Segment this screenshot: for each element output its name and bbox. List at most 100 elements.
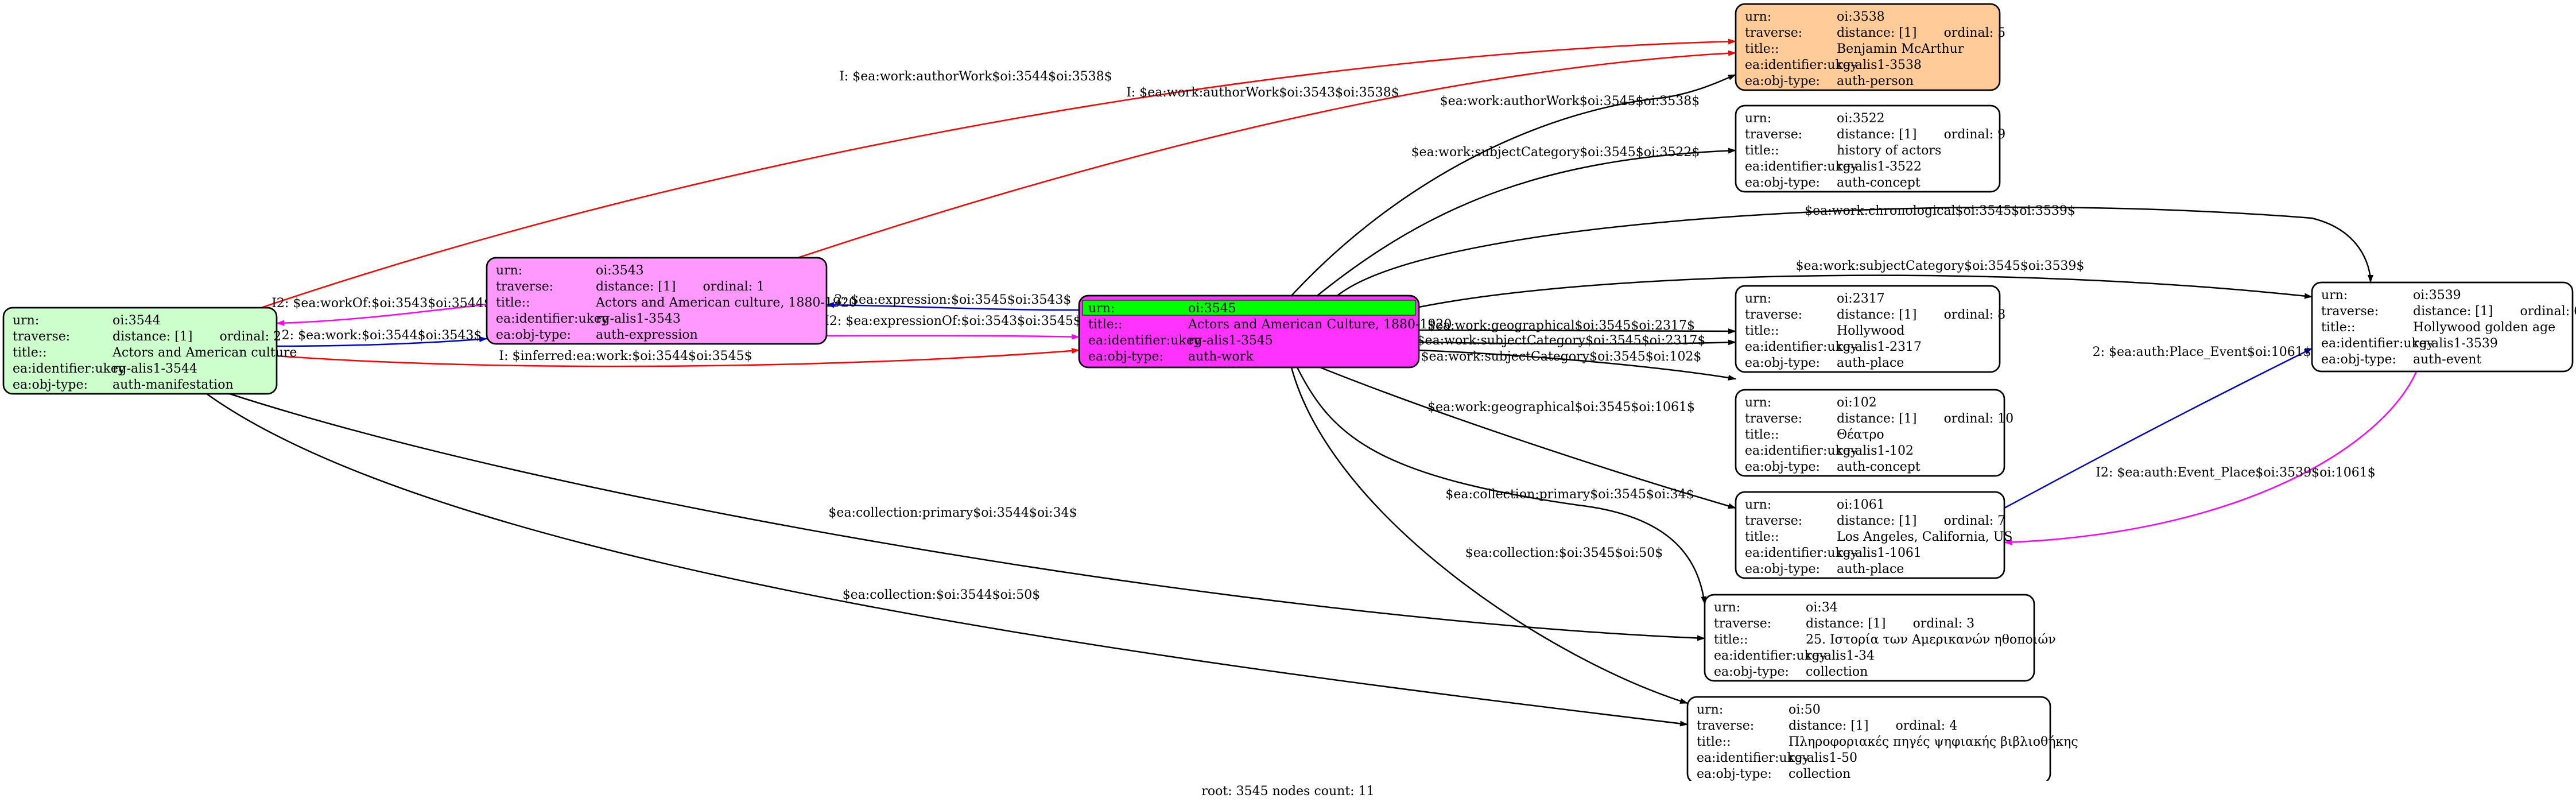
edge-author-3544: I: $ea:work:authorWork$oi:3544$oi:3538$	[261, 38, 1736, 309]
edge-place-event-3539: 2: $ea:auth:Place_Event$oi:1061$oi:3539$	[2004, 345, 2367, 509]
field-value-title: Actors and American culture, 1880-1920	[595, 296, 857, 310]
field-value-traverse: distance: [1]	[1837, 514, 1917, 528]
field-value-ordinal: ordinal: 9	[1944, 127, 2006, 142]
field-value-title: Actors and American Culture, 1880-1920	[1188, 317, 1452, 332]
field-value-title: history of actors	[1837, 144, 1941, 158]
field-value-type: auth-concept	[1837, 460, 1921, 474]
field-value-urn: oi:50	[1789, 703, 1821, 717]
field-label-traverse: traverse:	[1745, 412, 1802, 426]
field-value-title: Actors and American culture	[112, 346, 297, 360]
field-label-title: title::	[13, 346, 47, 360]
edge-label: $ea:collection:primary$oi:3544$oi:34$	[828, 506, 1077, 520]
edges-layer: I: $ea:work:authorWork$oi:3544$oi:3538$I…	[206, 38, 2418, 727]
field-label-ukey: ea:identifier:ukey	[1697, 751, 1810, 765]
field-value-title: Hollywood golden age	[2413, 320, 2555, 335]
field-value-title: Πληροφοριακές πηγές ψηφιακής βιβλιοθήκης	[1789, 735, 2078, 749]
field-label-urn: urn:	[1088, 301, 1115, 316]
field-value-ordinal: ordinal: 2	[220, 330, 282, 344]
edge-line	[2004, 371, 2418, 545]
field-value-ordinal: ordinal: 5	[1944, 26, 2006, 40]
field-label-urn: urn:	[1745, 111, 1771, 126]
field-label-type: ea:obj-type:	[1745, 74, 1820, 88]
field-label-traverse: traverse:	[1745, 127, 1802, 142]
edge-label: 2: $ea:work:$oi:3544$oi:3543$	[282, 328, 482, 343]
field-label-traverse: traverse:	[1714, 617, 1771, 631]
field-label-ukey: ea:identifier:ukey	[1088, 334, 1201, 348]
field-label-traverse: traverse:	[1745, 308, 1802, 322]
edge-workof-3544: I2: $ea:workOf:$oi:3543$oi:3544$	[271, 296, 492, 326]
edge-label: $ea:work:chronological$oi:3545$oi:3539$	[1805, 204, 2075, 218]
field-value-ordinal: ordinal: 8	[1944, 308, 2006, 322]
field-value-type: auth-work	[1188, 350, 1254, 364]
field-value-traverse: distance: [1]	[596, 280, 676, 294]
field-label-title: title::	[1088, 317, 1123, 332]
edge-label: $ea:work:authorWork$oi:3545$oi:3538$	[1440, 94, 1700, 108]
field-label-type: ea:obj-type:	[13, 378, 88, 392]
node-box	[1735, 389, 2005, 477]
field-label-type: ea:obj-type:	[1714, 665, 1789, 679]
field-value-type: auth-manifestation	[112, 378, 234, 392]
edge-line	[1418, 274, 2313, 308]
field-value-type: auth-person	[1837, 74, 1914, 88]
field-label-traverse: traverse:	[13, 330, 70, 344]
edge-label: $ea:collection:$oi:3544$oi:50$	[843, 588, 1041, 602]
field-label-ukey: ea:identifier:ukey	[2321, 336, 2434, 351]
node-box	[1735, 3, 2001, 91]
edge-label: I: $ea:work:authorWork$oi:3543$oi:3538$	[1126, 86, 1399, 100]
edge-work-3543: 2: $ea:work:$oi:3544$oi:3543$	[276, 328, 487, 347]
field-label-urn: urn:	[1714, 600, 1740, 615]
field-value-urn: oi:3543	[596, 264, 644, 278]
field-label-ukey: ea:identifier:ukey	[1714, 649, 1827, 663]
field-value-type: auth-expression	[596, 328, 698, 342]
edge-label: I2: $ea:workOf:$oi:3543$oi:3544$	[271, 296, 492, 311]
field-label-traverse: traverse:	[1745, 514, 1802, 528]
graph-canvas: I: $ea:work:authorWork$oi:3544$oi:3538$I…	[2, 3, 2576, 781]
edge-line	[1320, 366, 1736, 509]
field-label-type: ea:obj-type:	[1697, 767, 1772, 781]
field-value-ukey: rg-alis1-2317	[1837, 340, 1922, 354]
field-label-title: title::	[1745, 324, 1779, 338]
field-value-title: Los Angeles, California, US	[1837, 530, 2012, 544]
edge-subj-2317: $ea:work:subjectCategory$oi:3545$oi:2317…	[1417, 334, 1736, 348]
field-value-ordinal: ordinal: 3	[1913, 617, 1975, 631]
field-value-urn: oi:2317	[1837, 292, 1885, 306]
node-box	[2311, 281, 2574, 373]
field-label-ukey: ea:identifier:ukey	[496, 312, 609, 326]
edge-label: I2: $ea:auth:Event_Place$oi:3539$oi:1061…	[2096, 466, 2376, 480]
field-label-ukey: ea:identifier:ukey	[1745, 444, 1858, 458]
field-label-type: ea:obj-type:	[1745, 356, 1820, 370]
node-box	[2, 307, 278, 395]
field-label-title: title::	[1745, 144, 1779, 158]
field-label-urn: urn:	[2321, 288, 2348, 303]
field-label-title: title::	[1745, 530, 1779, 544]
edge-label: $ea:work:subjectCategory$oi:3545$oi:102$	[1421, 350, 1702, 364]
field-value-urn: oi:3545	[1188, 301, 1236, 316]
edge-author-3543: I: $ea:work:authorWork$oi:3543$oi:3538$	[797, 50, 1736, 259]
field-value-traverse: distance: [1]	[1837, 308, 1917, 322]
field-label-title: title::	[1697, 735, 1731, 749]
field-value-ordinal: ordinal: 6	[2520, 304, 2576, 319]
field-label-title: title::	[1745, 42, 1779, 56]
edge-line	[1317, 148, 1736, 296]
edge-label: $ea:work:subjectCategory$oi:3545$oi:3539…	[1796, 259, 2085, 273]
edge-geo-2317: $ea:work:geographical$oi:3545$oi:2317$	[1418, 319, 1736, 334]
field-value-traverse: distance: [1]	[112, 330, 192, 344]
field-label-traverse: traverse:	[1697, 719, 1754, 733]
edge-label: $ea:work:subjectCategory$oi:3545$oi:3522…	[1411, 145, 1700, 160]
node-box	[1686, 696, 2051, 781]
edge-event-place-1061: I2: $ea:auth:Event_Place$oi:3539$oi:1061…	[2004, 371, 2418, 545]
field-value-type: auth-event	[2413, 352, 2481, 367]
field-label-ukey: ea:identifier:ukey	[13, 362, 126, 376]
